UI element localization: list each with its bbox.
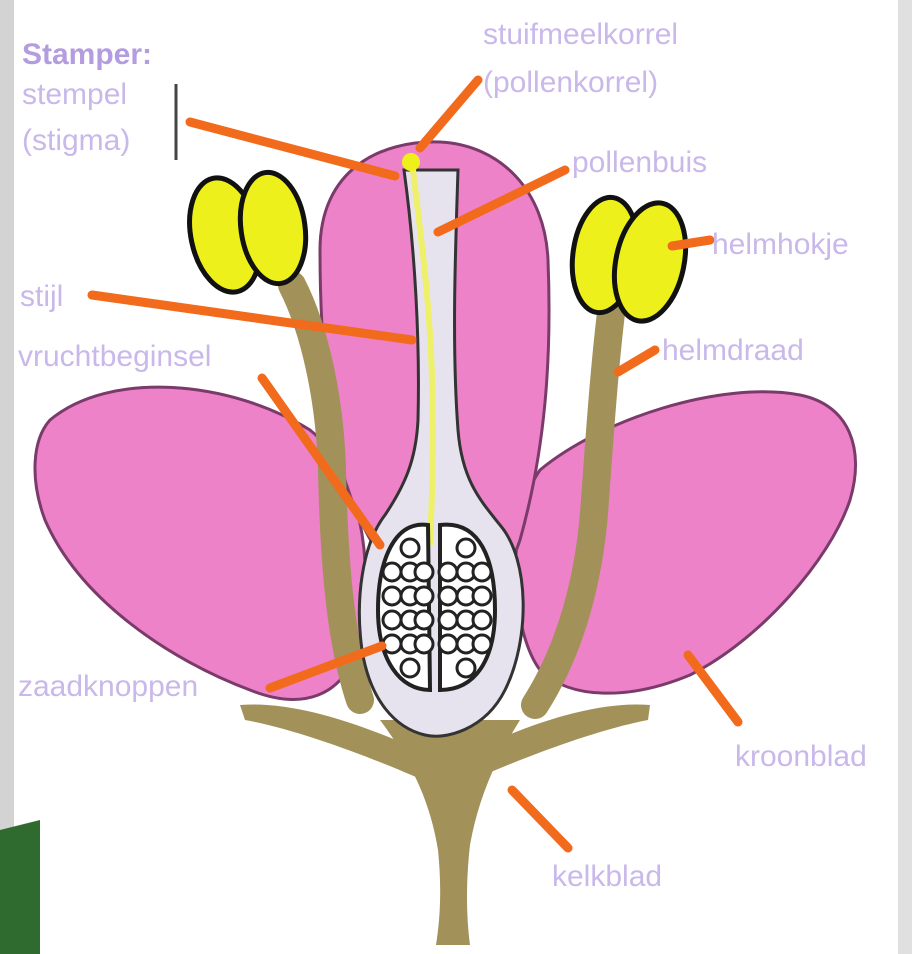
label-stijl: stijl (20, 280, 63, 313)
ovule (473, 635, 491, 653)
label-kelkblad: kelkblad (552, 860, 662, 893)
ovule (439, 587, 457, 605)
ovule (383, 587, 401, 605)
arrow-stuifmeelkorrel (420, 80, 478, 148)
ovule (473, 563, 491, 581)
label-helmdraad: helmdraad (662, 334, 804, 367)
anther-left (180, 168, 313, 299)
background-left-strip (0, 0, 14, 954)
ovule (401, 659, 419, 677)
ovule (457, 539, 475, 557)
anther-right (565, 193, 695, 328)
label-pollenbuis: pollenbuis (572, 146, 707, 179)
ovule (473, 611, 491, 629)
label-stempel: stempel (22, 78, 127, 111)
label-pollenkorrel: (pollenkorrel) (483, 66, 658, 99)
label-vruchtbeginsel: vruchtbeginsel (18, 340, 211, 373)
ovule (383, 611, 401, 629)
background-green-corner (0, 820, 40, 954)
ovule (415, 635, 433, 653)
arrow-kelkblad (512, 790, 568, 848)
label-helmhokje: helmhokje (712, 228, 849, 261)
ovule (439, 563, 457, 581)
ovule (473, 587, 491, 605)
arrow-stempel (190, 122, 395, 176)
arrow-kroonblad (688, 655, 738, 722)
label-zaadknoppen: zaadknoppen (18, 670, 198, 703)
arrow-helmdraad (618, 350, 655, 372)
label-kroonblad: kroonblad (735, 740, 867, 773)
label-stuifmeelkorrel: stuifmeelkorrel (483, 18, 678, 51)
ovule (415, 587, 433, 605)
ovule (457, 659, 475, 677)
arrow-helmhokje (672, 240, 710, 246)
ovule (439, 635, 457, 653)
pollen-grain (402, 153, 420, 171)
ovule (401, 539, 419, 557)
ovule (439, 611, 457, 629)
ovule (415, 611, 433, 629)
background-right-strip (898, 0, 912, 954)
label-stamper: Stamper: (22, 38, 152, 71)
label-stigma: (stigma) (22, 124, 130, 157)
ovule (383, 563, 401, 581)
ovule (415, 563, 433, 581)
